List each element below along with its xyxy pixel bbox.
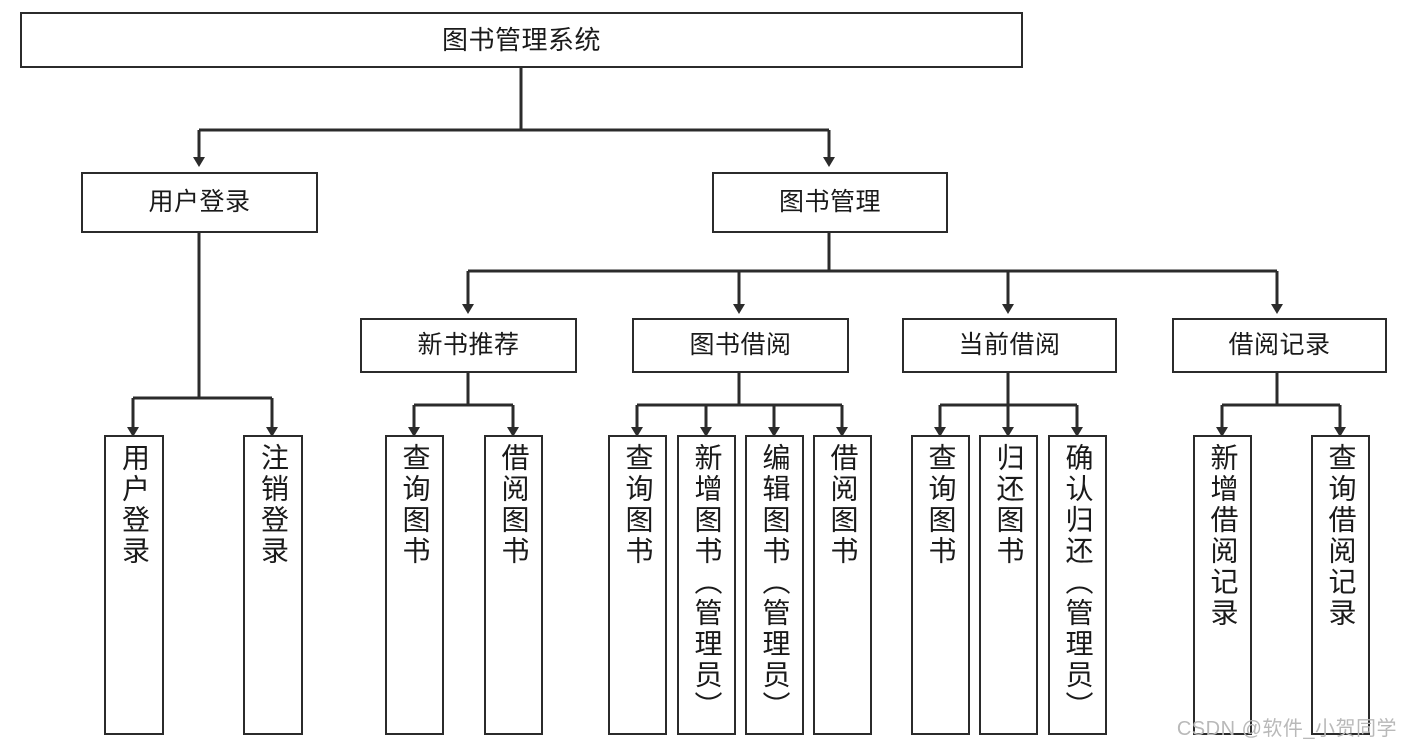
node-book-manage[interactable]: 图书管理 xyxy=(712,172,948,233)
node-leaf-query-borrow-record[interactable]: 查询借阅记录 xyxy=(1311,435,1370,735)
node-leaf-borrow-book[interactable]: 借阅图书 xyxy=(813,435,872,735)
node-leaf-edit-book[interactable]: 编辑图书（管理员） xyxy=(745,435,804,735)
node-label: 用户登录 xyxy=(119,443,150,567)
node-book-management-system[interactable]: 图书管理系统 xyxy=(20,12,1023,68)
node-label: 图书借阅 xyxy=(689,330,792,359)
node-leaf-confirm-return[interactable]: 确认归还（管理员） xyxy=(1048,435,1107,735)
node-label: 查询图书 xyxy=(622,443,654,567)
node-label: 注销登录 xyxy=(258,443,289,567)
node-label: 编辑图书（管理员） xyxy=(759,443,791,722)
node-leaf-query-book-current[interactable]: 查询图书 xyxy=(911,435,970,735)
node-label: 查询图书 xyxy=(925,443,957,567)
node-label: 借阅记录 xyxy=(1228,330,1331,359)
node-label: 新增图书（管理员） xyxy=(691,443,723,722)
node-label: 用户登录 xyxy=(148,187,251,216)
node-leaf-logout[interactable]: 注销登录 xyxy=(243,435,303,735)
node-leaf-user-login[interactable]: 用户登录 xyxy=(104,435,164,735)
node-label: 查询借阅记录 xyxy=(1325,443,1357,629)
node-label: 新增借阅记录 xyxy=(1207,443,1239,629)
node-leaf-query-book-rec[interactable]: 查询图书 xyxy=(385,435,444,735)
node-label: 图书管理 xyxy=(778,187,881,216)
node-leaf-add-borrow-record[interactable]: 新增借阅记录 xyxy=(1193,435,1252,735)
node-label: 查询图书 xyxy=(399,443,431,567)
node-book-borrow[interactable]: 图书借阅 xyxy=(632,318,849,373)
node-label: 归还图书 xyxy=(993,443,1025,567)
node-borrow-record[interactable]: 借阅记录 xyxy=(1172,318,1387,373)
node-leaf-return-book[interactable]: 归还图书 xyxy=(979,435,1038,735)
node-label: 新书推荐 xyxy=(417,330,520,359)
node-current-borrow[interactable]: 当前借阅 xyxy=(902,318,1117,373)
watermark: CSDN @软件_小贺同学 xyxy=(1176,718,1397,740)
node-label: 借阅图书 xyxy=(498,443,530,567)
node-label: 图书管理系统 xyxy=(441,24,601,55)
node-user-login[interactable]: 用户登录 xyxy=(81,172,318,233)
node-leaf-add-book[interactable]: 新增图书（管理员） xyxy=(677,435,736,735)
node-leaf-borrow-book-rec[interactable]: 借阅图书 xyxy=(484,435,543,735)
node-new-book-recommend[interactable]: 新书推荐 xyxy=(360,318,577,373)
node-label: 借阅图书 xyxy=(827,443,859,567)
node-leaf-query-book-borrow[interactable]: 查询图书 xyxy=(608,435,667,735)
node-label: 当前借阅 xyxy=(958,330,1061,359)
node-label: 确认归还（管理员） xyxy=(1062,443,1094,722)
